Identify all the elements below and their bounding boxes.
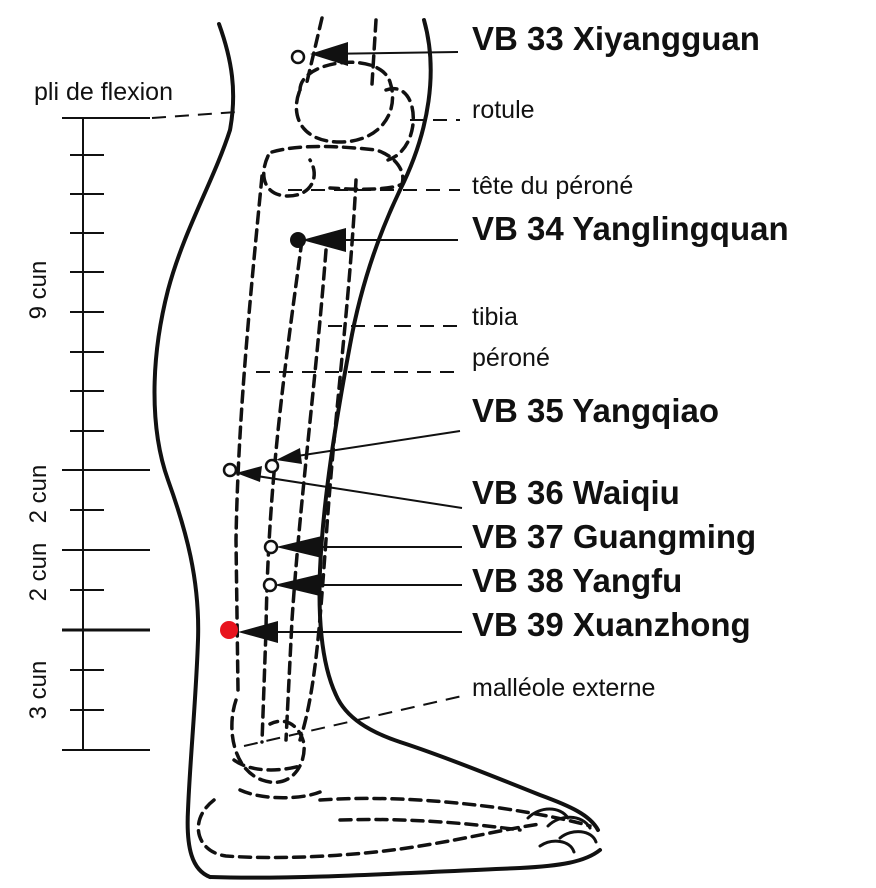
- label-vb35: VB 35 Yangqiao: [472, 392, 719, 429]
- leader-flexion: [151, 111, 237, 119]
- name-vb34: Yanglingquan: [572, 210, 788, 247]
- arrowhead-vb38: [274, 574, 320, 596]
- label-malleole: malléole externe: [472, 674, 655, 702]
- label-tete-perone: tête du péroné: [472, 172, 633, 200]
- marker-vb34: [290, 232, 306, 248]
- code-vb37: VB 37: [472, 518, 564, 555]
- fibula-head: [262, 154, 316, 198]
- marker-vb38: [262, 577, 278, 593]
- foot-sole-contour: [208, 848, 602, 880]
- code-vb39: VB 39: [472, 606, 564, 643]
- arrowhead-vb36: [236, 466, 262, 482]
- arrowhead-vb33: [310, 42, 348, 66]
- label-vb36: VB 36 Waiqiu: [472, 474, 680, 511]
- arrow-line-vb36: [243, 473, 463, 509]
- femur-medial: [370, 18, 378, 86]
- code-vb38: VB 38: [472, 562, 564, 599]
- name-vb33: Xiyangguan: [573, 20, 760, 57]
- metatarsals: [318, 796, 592, 832]
- label-vb39: VB 39 Xuanzhong: [472, 606, 751, 643]
- fibula-front: [260, 238, 304, 744]
- label-vb38: VB 38 Yangfu: [472, 562, 682, 599]
- name-vb36: Waiqiu: [573, 474, 680, 511]
- point-markers: [220, 49, 306, 639]
- label-vb33: VB 33 Xiyangguan: [472, 20, 760, 57]
- arrowhead-vb39: [238, 621, 278, 643]
- bone-outlines: [196, 16, 598, 860]
- marker-vb37: [263, 539, 279, 555]
- ankle-bones: [232, 758, 322, 800]
- name-vb35: Yangqiao: [572, 392, 719, 429]
- scale-label-3-cun: 3 cun: [25, 661, 52, 720]
- toes-outline: [526, 807, 598, 854]
- label-vb34: VB 34 Yanglingquan: [472, 210, 789, 247]
- patella-lateral: [384, 86, 416, 162]
- arrowhead-vb35: [276, 448, 302, 464]
- name-vb37: Guangming: [573, 518, 756, 555]
- name-vb39: Xuanzhong: [573, 606, 751, 643]
- marker-vb39: [220, 621, 238, 639]
- leader-malleole: [243, 695, 463, 747]
- label-rotule: rotule: [472, 96, 535, 124]
- point-arrows: [236, 42, 463, 643]
- point-labels: VB 33 Xiyangguan VB 34 Yanglingquan VB 3…: [472, 20, 789, 643]
- fibula-back: [234, 174, 264, 692]
- leg-outline: [152, 18, 602, 880]
- tibia-plateau: [270, 144, 405, 191]
- scale-label-2-cun-upper: 2 cun: [25, 465, 52, 524]
- code-vb36: VB 36: [472, 474, 564, 511]
- label-vb37: VB 37 Guangming: [472, 518, 756, 555]
- scale-ticks: [62, 154, 150, 751]
- code-vb35: VB 35: [472, 392, 564, 429]
- scale-label-2-cun-lower: 2 cun: [25, 543, 52, 602]
- malleolus-outline: [230, 698, 306, 784]
- code-vb33: VB 33: [472, 20, 564, 57]
- marker-vb36: [222, 462, 238, 478]
- flexion-crease-label: pli de flexion: [34, 78, 173, 106]
- name-vb38: Yangfu: [572, 562, 682, 599]
- cun-scale: pli de flexion 9 cun 2 cun 2 cun 3 cun: [25, 78, 173, 751]
- heel-bone: [196, 798, 542, 860]
- arrow-line-vb35: [283, 430, 461, 459]
- arrowhead-vb37: [276, 536, 322, 558]
- marker-vb33: [290, 49, 306, 65]
- scale-label-9-cun: 9 cun: [25, 261, 52, 320]
- leg-back-contour: [152, 22, 236, 879]
- code-vb34: VB 34: [472, 210, 564, 247]
- arrowhead-vb34: [302, 228, 346, 252]
- marker-vb35: [264, 458, 280, 474]
- tibia-front: [298, 178, 358, 742]
- patella-outline: [294, 60, 395, 144]
- anatomy-labels: rotule tête du péroné tibia péroné mallé…: [151, 96, 655, 747]
- label-tibia: tibia: [472, 303, 518, 331]
- label-perone: péroné: [472, 344, 550, 372]
- tibia-back: [284, 248, 328, 742]
